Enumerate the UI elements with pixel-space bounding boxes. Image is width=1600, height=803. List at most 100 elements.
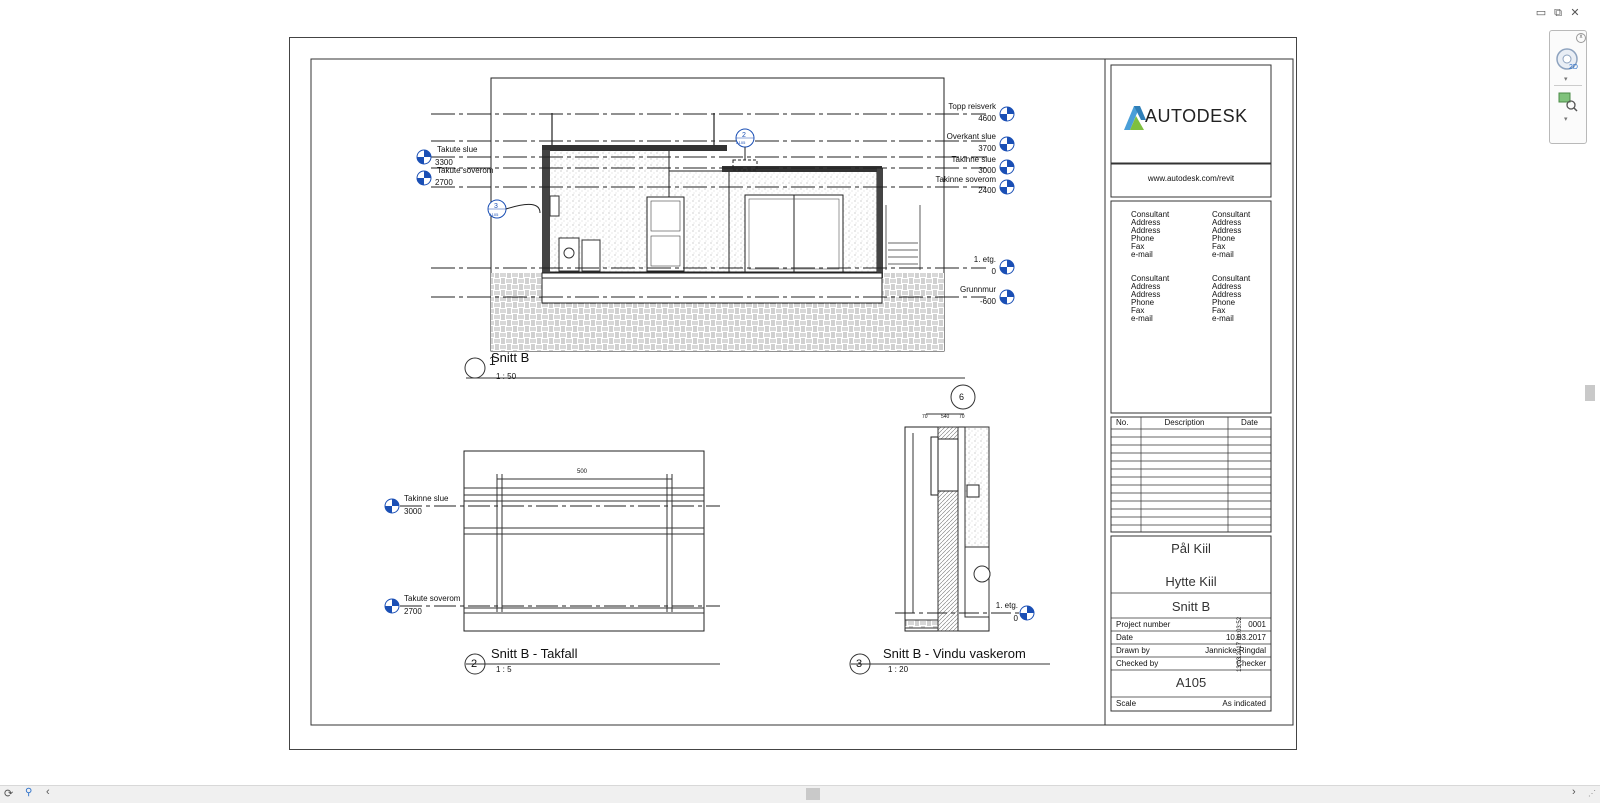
client-name: Pål Kiil bbox=[1171, 541, 1211, 556]
level-value: 0 bbox=[991, 267, 996, 276]
sheet-number: A105 bbox=[1175, 675, 1207, 690]
horizontal-scrollbar-thumb[interactable] bbox=[806, 788, 820, 800]
level-value: 3000 bbox=[978, 166, 996, 175]
level-value: -600 bbox=[979, 297, 996, 306]
navbar-close-icon[interactable]: x bbox=[1576, 33, 1586, 43]
level-value: 2400 bbox=[978, 186, 996, 195]
field-value: Checker bbox=[1236, 659, 1266, 668]
minimize-button[interactable]: ▭ bbox=[1535, 6, 1547, 19]
detail-6-label: 6 bbox=[959, 392, 965, 402]
level-label: Takute slue bbox=[437, 145, 478, 154]
status-bar: ⟳ ⚲ ‹ › ⋰ bbox=[0, 785, 1600, 803]
outdoor-stair bbox=[885, 205, 921, 270]
view1-number: 1 bbox=[489, 354, 496, 368]
level-heads-left bbox=[416, 149, 432, 186]
roof-stue bbox=[542, 145, 727, 151]
project-name: Hytte Kiil bbox=[1165, 574, 1217, 589]
level-label: Takute soverom bbox=[404, 594, 461, 603]
field-value: Jannicke Ringdal bbox=[1205, 646, 1266, 655]
view2-title: Snitt B - Takfall bbox=[491, 646, 578, 661]
drawing-sheet: 1 Snitt B 1 : 50 Snitt B - Takfall 1 : 5… bbox=[289, 37, 1297, 750]
field-value: 0001 bbox=[1248, 620, 1266, 629]
field-label: Project number bbox=[1116, 620, 1171, 629]
level-value: 0 bbox=[1013, 614, 1018, 623]
callout-3-number: 3 bbox=[494, 203, 498, 210]
view-snitt-b[interactable] bbox=[490, 77, 945, 352]
view1-title: Snitt B bbox=[491, 350, 530, 365]
title-fields-grid bbox=[1111, 592, 1271, 698]
view3-dim: 540 bbox=[941, 414, 950, 420]
sheet-inner-border bbox=[310, 58, 1294, 726]
vent bbox=[549, 195, 560, 217]
level-value: 2700 bbox=[435, 178, 453, 187]
level-value: 2700 bbox=[404, 607, 422, 616]
zoom-dropdown-icon[interactable]: ▾ bbox=[1564, 116, 1568, 123]
scroll-right-icon[interactable]: › bbox=[1572, 786, 1576, 798]
roof-soverom bbox=[722, 166, 882, 172]
wall-left bbox=[542, 150, 550, 278]
revision-header-no: No. bbox=[1116, 418, 1129, 427]
view3-level-head bbox=[1019, 605, 1035, 621]
sheet-canvas bbox=[310, 58, 1294, 726]
view-snitt-b-takfall[interactable] bbox=[400, 450, 720, 632]
view-snitt-b-vindu-vaskerom[interactable] bbox=[895, 384, 1020, 632]
level-label: Takinne soverom bbox=[935, 175, 996, 184]
view3-dim: 70 bbox=[922, 414, 928, 420]
field-value: 10.03.2017 bbox=[1225, 633, 1266, 642]
view2-number: 2 bbox=[471, 658, 478, 670]
level-lines bbox=[431, 113, 986, 298]
navbar-divider bbox=[1554, 85, 1582, 86]
close-button[interactable]: ✕ bbox=[1570, 6, 1580, 19]
callout-3[interactable] bbox=[487, 199, 541, 219]
level-value: 3000 bbox=[404, 507, 422, 516]
level-label: 1. etg. bbox=[995, 601, 1018, 610]
view3-scale: 1 : 20 bbox=[888, 665, 909, 674]
autodesk-logo-icon bbox=[1124, 106, 1146, 130]
door bbox=[646, 196, 685, 272]
level-label: Takute soverom bbox=[437, 166, 494, 175]
view3-title: Snitt B - Vindu vaskerom bbox=[883, 646, 1026, 661]
wall-right bbox=[877, 168, 883, 278]
scroll-left-icon[interactable]: ‹ bbox=[46, 786, 50, 798]
title-block-frames bbox=[1110, 64, 1272, 712]
wheel-dropdown-icon[interactable]: ▾ bbox=[1564, 76, 1568, 83]
filter-icon[interactable]: ⚲ bbox=[25, 787, 33, 798]
view1-number-bubble bbox=[464, 357, 486, 379]
dryer bbox=[581, 239, 601, 272]
view2-dimension: 500 bbox=[577, 469, 588, 475]
scale-value: As indicated bbox=[1222, 699, 1266, 708]
zoom-icon[interactable] bbox=[1556, 91, 1580, 113]
wheel-mode-label: 2D bbox=[1569, 64, 1578, 71]
level-label: Takinne slue bbox=[404, 494, 449, 503]
sheet-name: Snitt B bbox=[1171, 599, 1211, 614]
restore-button[interactable]: ⧉ bbox=[1554, 6, 1562, 19]
steering-wheel-icon[interactable]: 2D bbox=[1555, 47, 1581, 73]
view3-dim: 70 bbox=[959, 414, 965, 420]
revision-header-date: Date bbox=[1241, 418, 1258, 427]
print-timestamp: 13.03.2017 00:03:52 bbox=[1237, 616, 1243, 672]
view3-number: 3 bbox=[856, 658, 863, 670]
level-value: 3300 bbox=[435, 158, 453, 167]
revision-table-grid bbox=[1111, 417, 1271, 532]
level-value: 3700 bbox=[978, 144, 996, 153]
revision-header-description: Description bbox=[1164, 418, 1205, 427]
level-label: Grunnmur bbox=[959, 285, 996, 294]
view1-scale: 1 : 50 bbox=[496, 372, 517, 381]
company-name: AUTODESK bbox=[1145, 106, 1248, 126]
level-label: Takinne slue bbox=[951, 155, 996, 164]
callout-3-sheet: A105 bbox=[489, 212, 499, 217]
vertical-scrollbar-thumb[interactable] bbox=[1585, 385, 1595, 401]
workset-icon[interactable]: ⟳ bbox=[4, 788, 14, 800]
navigation-bar: x 2D ▾ ▾ bbox=[1549, 30, 1587, 144]
scale-label: Scale bbox=[1116, 699, 1137, 708]
resize-grip-icon[interactable]: ⋰ bbox=[1588, 789, 1596, 798]
level-label: Overkant slue bbox=[946, 132, 996, 141]
company-url[interactable]: www.autodesk.com/revit bbox=[1147, 174, 1235, 183]
washer bbox=[558, 237, 580, 272]
detail-6-bubble bbox=[950, 384, 976, 410]
field-label: Checked by bbox=[1116, 659, 1159, 668]
callout-2[interactable] bbox=[732, 128, 758, 171]
level-heads-right bbox=[999, 106, 1015, 305]
view2-level-heads bbox=[384, 498, 400, 614]
callout-2-sheet: A105 bbox=[736, 140, 746, 145]
